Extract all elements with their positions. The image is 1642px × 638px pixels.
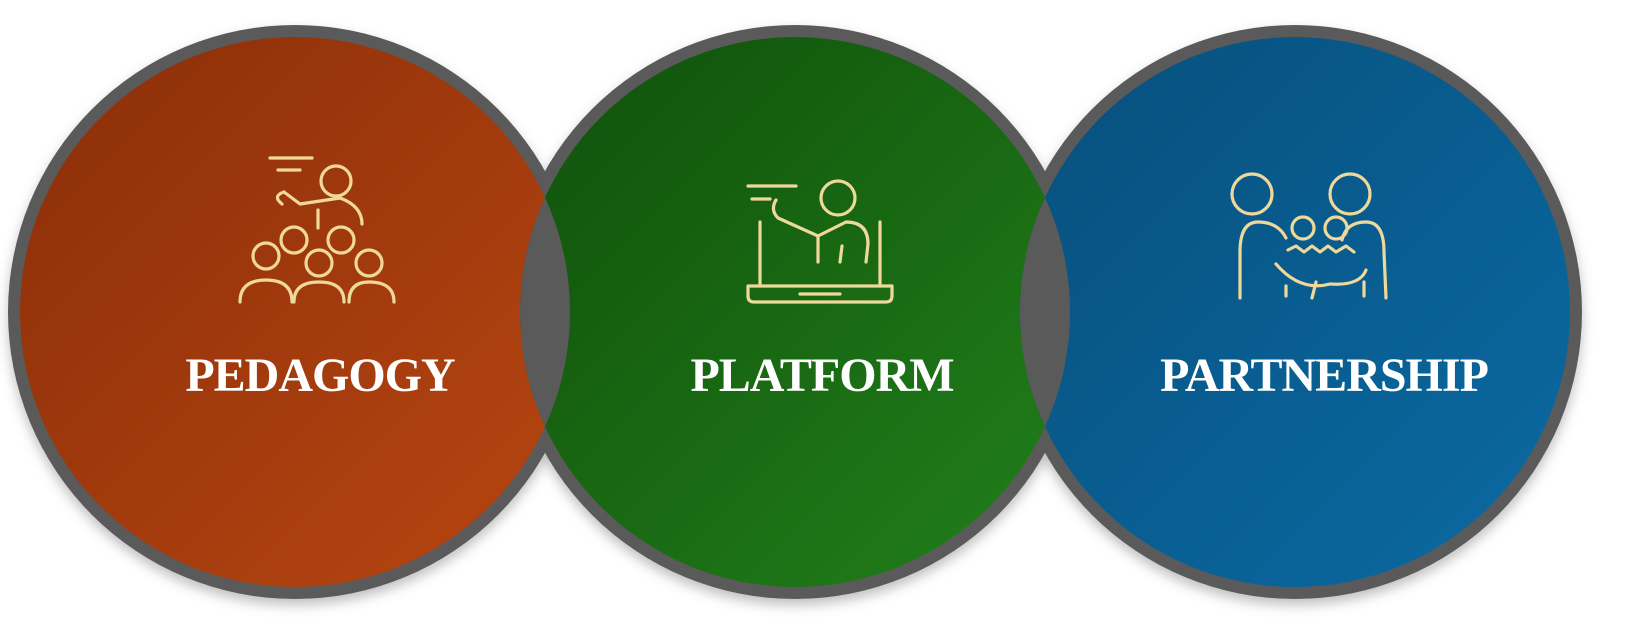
label-partnership: PARTNERSHIP xyxy=(1160,349,1488,402)
circle-partnership xyxy=(1020,37,1570,587)
circle-pedagogy xyxy=(20,37,570,587)
classroom-teacher-icon xyxy=(238,156,396,304)
family-partnership-icon xyxy=(1230,172,1388,300)
label-pedagogy: PEDAGOGY xyxy=(185,349,455,402)
label-platform: PLATFORM xyxy=(690,349,953,402)
circle-platform xyxy=(520,37,1070,587)
online-teaching-laptop-icon xyxy=(746,179,894,304)
